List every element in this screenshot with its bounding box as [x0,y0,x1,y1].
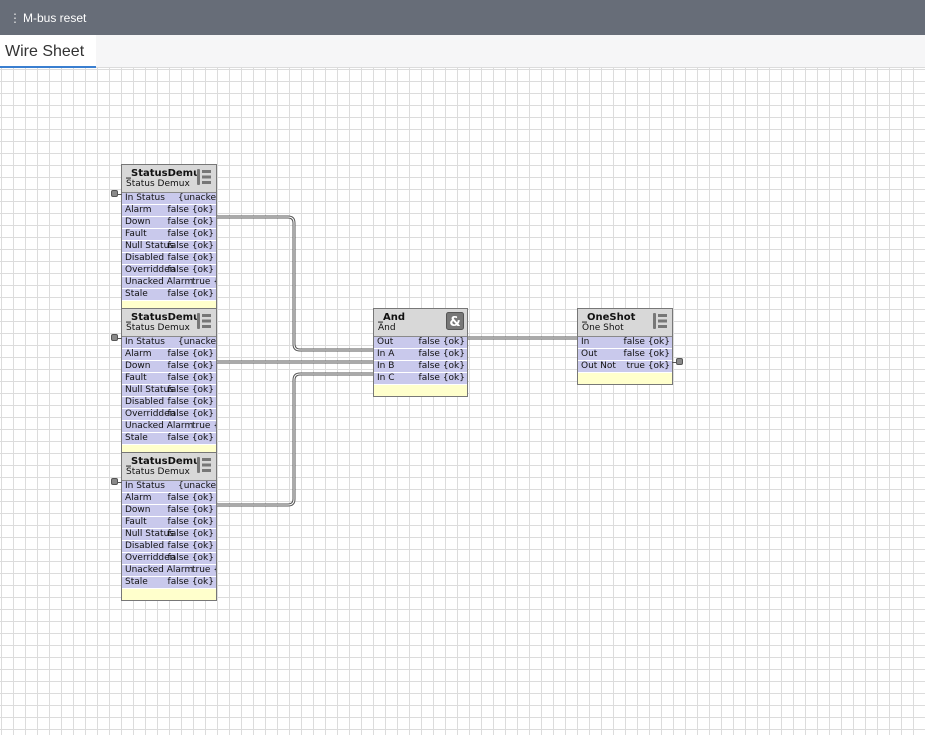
ampersand-icon: & [446,312,464,330]
status-demux-icon [197,457,211,473]
output-link-line [672,362,678,363]
input-link-line [116,338,122,339]
block-header[interactable]: _StatusDemu Status Demux [122,453,216,481]
in-status-pin[interactable] [111,334,118,341]
one-shot-icon [653,313,667,329]
input-link-line [116,194,122,195]
status-demux-block-2[interactable]: _StatusDemu Status Demux In Status{unack… [121,308,217,457]
slot-in-status[interactable]: In Status{unackedAla [122,481,216,493]
block-name: _StatusDemu [126,312,201,323]
block-header[interactable]: _StatusDemu Status Demux [122,309,216,337]
block-type: Status Demux [126,467,190,477]
block-header[interactable]: _OneShot One Shot [578,309,672,337]
tab-bar: Wire Sheet [0,35,925,68]
status-demux-icon [197,169,211,185]
slot-in-status[interactable]: In Status{unackedAla [122,193,216,205]
wires [217,215,578,507]
block-name: _OneShot [582,312,636,323]
block-type: And [378,323,396,333]
wire-sheet-canvas[interactable]: _StatusDemu Status Demux In Status{unack… [0,68,925,735]
block-type: One Shot [582,323,624,333]
block-footer [578,373,672,384]
input-link-line [116,482,122,483]
out-not-pin[interactable] [676,358,683,365]
slot-in-status[interactable]: In Status{unackedAla [122,337,216,349]
block-footer [122,301,216,312]
svg-text:&: & [449,315,460,330]
block-name: _StatusDemu [126,168,201,179]
status-demux-block-3[interactable]: _StatusDemu Status Demux In Status{unack… [121,452,217,601]
block-type: Status Demux [126,179,190,189]
status-demux-icon [197,313,211,329]
in-status-pin[interactable] [111,478,118,485]
block-name: _StatusDemu [126,456,201,467]
block-footer [122,589,216,600]
block-footer [374,385,467,396]
title-bar: ⋮ M-bus reset [0,0,925,35]
block-header[interactable]: _StatusDemu Status Demux [122,165,216,193]
in-status-pin[interactable] [111,190,118,197]
wire-demux3-down-to-and-in-c [217,372,374,507]
block-header[interactable]: _And And & [374,309,467,337]
block-name: _And [378,312,406,323]
vertical-dots-icon[interactable]: ⋮ [9,10,21,25]
app-title: M-bus reset [23,10,87,25]
tab-wire-sheet[interactable]: Wire Sheet [0,35,96,68]
block-type: Status Demux [126,323,190,333]
block-footer [122,445,216,456]
status-demux-block-1[interactable]: _StatusDemu Status Demux In Status{unack… [121,164,217,313]
wire-demux1-down-to-and-in-a [217,215,374,352]
